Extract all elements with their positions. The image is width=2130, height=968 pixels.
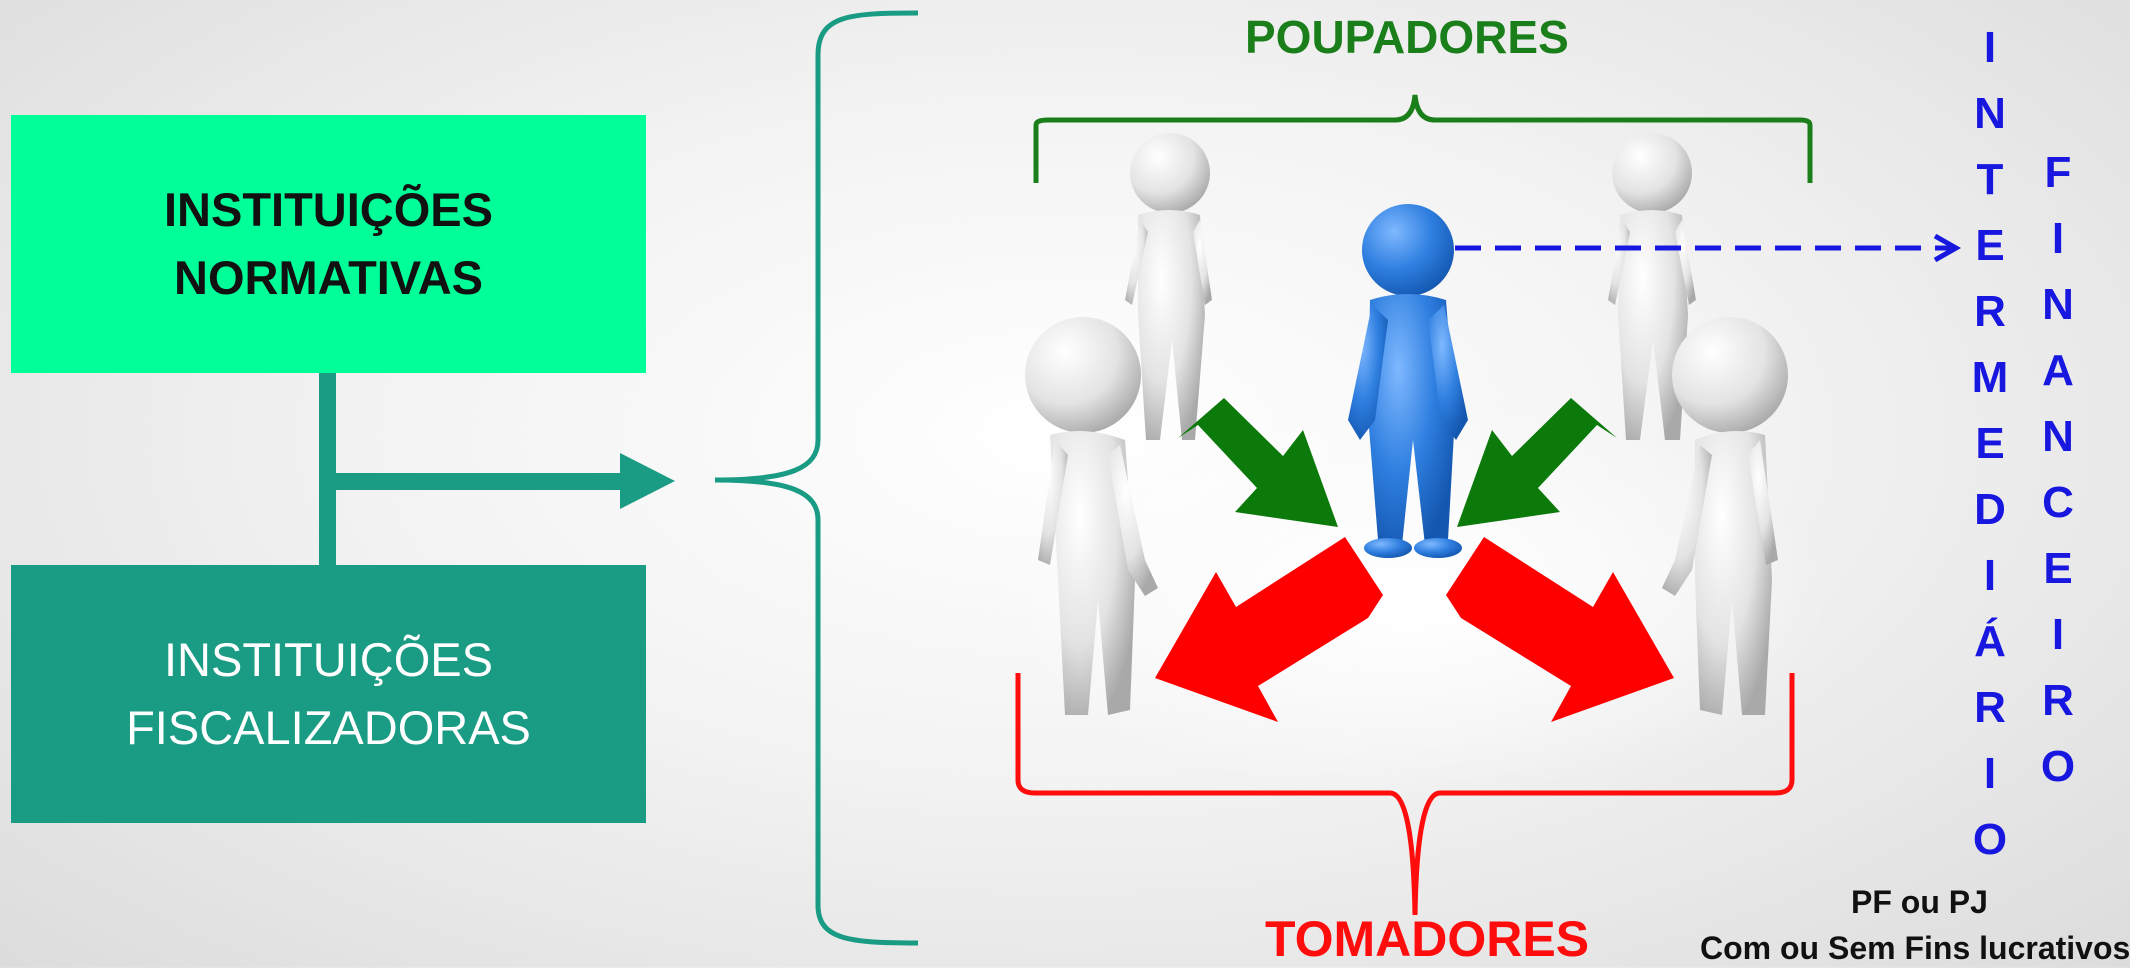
borrowers-bracket bbox=[1015, 673, 1795, 916]
intermediario-letter: T bbox=[1976, 155, 2004, 204]
intermediario-letter: I bbox=[1983, 749, 1997, 798]
normative-line-2: NORMATIVAS bbox=[174, 251, 483, 304]
intermediario-letter: I bbox=[1983, 23, 1997, 72]
front-left-figure bbox=[1025, 317, 1158, 715]
normative-institutions-box: INSTITUIÇÕES NORMATIVAS bbox=[11, 115, 646, 373]
financeiro-letter: I bbox=[2051, 214, 2065, 263]
supervisory-institutions-box: INSTITUIÇÕES FISCALIZADORAS bbox=[11, 565, 646, 823]
supervisory-line-2: FISCALIZADORAS bbox=[126, 701, 531, 754]
financeiro-letter: I bbox=[2051, 610, 2065, 659]
financeiro-letter: E bbox=[2043, 544, 2073, 593]
left-red-arrow bbox=[1155, 537, 1383, 722]
financeiro-letter: O bbox=[2040, 742, 2076, 791]
financeiro-vertical-text: F I N A N C E I R O bbox=[2030, 140, 2086, 800]
person-type-label: PF ou PJ bbox=[1851, 884, 1988, 920]
curly-brace bbox=[714, 10, 919, 946]
supervisory-line-1: INSTITUIÇÕES bbox=[163, 632, 494, 686]
intermediario-letter: N bbox=[1974, 89, 2006, 138]
intermediario-letter: O bbox=[1972, 815, 2008, 864]
financeiro-letter: N bbox=[2042, 280, 2074, 329]
intermediario-letter: Á bbox=[1974, 617, 2006, 666]
intermediario-letter: E bbox=[1975, 419, 2005, 468]
intermediario-letter: R bbox=[1974, 287, 2006, 336]
central-blue-figure bbox=[1348, 204, 1468, 558]
financeiro-letter: N bbox=[2042, 412, 2074, 461]
intermediario-vertical-text: I N T E R M E D I Á R I O bbox=[1962, 15, 2018, 873]
connector-horizontal-line bbox=[327, 473, 627, 490]
back-left-figure bbox=[1125, 133, 1212, 440]
intermediary-arrowhead bbox=[1933, 233, 1962, 263]
financeiro-letter: C bbox=[2042, 478, 2074, 527]
financeiro-letter: F bbox=[2044, 148, 2072, 197]
front-right-figure bbox=[1662, 317, 1788, 715]
savers-bracket bbox=[1033, 94, 1813, 183]
right-green-arrow bbox=[1457, 398, 1617, 527]
left-green-arrow bbox=[1178, 398, 1338, 527]
savers-label: POUPADORES bbox=[1245, 11, 1569, 63]
financeiro-letter: A bbox=[2042, 346, 2074, 395]
intermediario-letter: I bbox=[1983, 551, 1997, 600]
financeiro-letter: R bbox=[2042, 676, 2074, 725]
normative-line-1: INSTITUIÇÕES bbox=[163, 182, 494, 236]
intermediario-letter: M bbox=[1971, 353, 2009, 402]
right-red-arrow bbox=[1446, 537, 1674, 722]
intermediario-letter: R bbox=[1974, 683, 2006, 732]
back-right-figure bbox=[1608, 133, 1696, 440]
connector-vertical-line bbox=[319, 373, 336, 565]
floor-glow bbox=[995, 400, 1835, 800]
connector-arrowhead bbox=[620, 453, 675, 509]
intermediario-letter: D bbox=[1974, 485, 2006, 534]
borrowers-label: TOMADORES bbox=[1265, 911, 1590, 967]
intermediario-letter: E bbox=[1975, 221, 2005, 270]
profit-status-label: Com ou Sem Fins lucrativos bbox=[1700, 930, 2130, 966]
